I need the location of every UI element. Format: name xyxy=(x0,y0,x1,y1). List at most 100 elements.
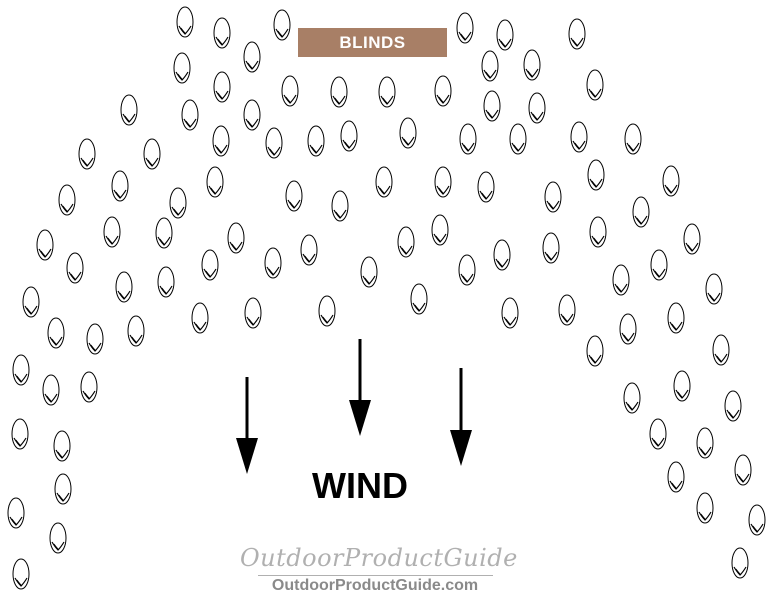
duck-decoy-icon xyxy=(586,69,604,101)
duck-decoy-icon xyxy=(191,302,209,334)
duck-decoy-icon xyxy=(78,138,96,170)
duck-decoy-icon xyxy=(340,120,358,152)
duck-decoy-icon xyxy=(523,49,541,81)
duck-decoy-icon xyxy=(49,522,67,554)
duck-decoy-icon xyxy=(120,94,138,126)
duck-decoy-icon xyxy=(724,390,742,422)
duck-decoy-icon xyxy=(528,92,546,124)
duck-decoy-icon xyxy=(623,382,641,414)
duck-decoy-icon xyxy=(7,497,25,529)
duck-decoy-icon xyxy=(558,294,576,326)
arrow-down-icon xyxy=(450,368,472,466)
duck-decoy-icon xyxy=(331,190,349,222)
wind-label: WIND xyxy=(312,465,408,506)
duck-decoy-icon xyxy=(169,187,187,219)
duck-decoy-icon xyxy=(662,165,680,197)
blinds-label: BLINDS xyxy=(298,28,447,57)
duck-decoy-icon xyxy=(12,558,30,590)
duck-decoy-icon xyxy=(47,317,65,349)
duck-decoy-icon xyxy=(509,123,527,155)
duck-decoy-icon xyxy=(650,249,668,281)
duck-decoy-icon xyxy=(176,6,194,38)
duck-decoy-icon xyxy=(36,229,54,261)
duck-decoy-icon xyxy=(111,170,129,202)
duck-decoy-icon xyxy=(157,266,175,298)
watermark-divider xyxy=(258,575,493,576)
duck-decoy-icon xyxy=(483,90,501,122)
duck-decoy-icon xyxy=(458,254,476,286)
duck-decoy-icon xyxy=(360,256,378,288)
duck-decoy-icon xyxy=(696,492,714,524)
duck-decoy-icon xyxy=(378,76,396,108)
duck-decoy-icon xyxy=(206,166,224,198)
duck-decoy-icon xyxy=(143,138,161,170)
duck-decoy-icon xyxy=(58,184,76,216)
duck-decoy-icon xyxy=(212,125,230,157)
duck-decoy-icon xyxy=(127,315,145,347)
duck-decoy-icon xyxy=(399,117,417,149)
duck-decoy-icon xyxy=(619,313,637,345)
duck-decoy-icon xyxy=(667,461,685,493)
duck-decoy-icon xyxy=(712,334,730,366)
duck-decoy-icon xyxy=(213,71,231,103)
duck-decoy-icon xyxy=(318,295,336,327)
duck-decoy-icon xyxy=(80,371,98,403)
wind-arrow-group xyxy=(236,339,472,474)
duck-decoy-icon xyxy=(307,125,325,157)
duck-decoy-icon xyxy=(705,273,723,305)
duck-decoy-icon xyxy=(201,249,219,281)
duck-decoy-icon xyxy=(285,180,303,212)
duck-decoy-icon xyxy=(731,547,749,579)
duck-decoy-icon xyxy=(459,123,477,155)
duck-decoy-icon xyxy=(734,454,752,486)
duck-decoy-icon xyxy=(568,18,586,50)
duck-decoy-icon xyxy=(434,166,452,198)
duck-decoy-icon xyxy=(243,41,261,73)
duck-decoy-icon xyxy=(431,214,449,246)
duck-decoy-icon xyxy=(496,19,514,51)
duck-decoy-icon xyxy=(493,239,511,271)
arrow-down-icon xyxy=(349,339,371,436)
duck-decoy-icon xyxy=(227,222,245,254)
duck-decoy-icon xyxy=(477,171,495,203)
duck-decoy-icon xyxy=(265,127,283,159)
duck-decoy-icon xyxy=(86,323,104,355)
duck-decoy-icon xyxy=(115,271,133,303)
duck-decoy-icon xyxy=(54,473,72,505)
duck-decoy-icon xyxy=(624,123,642,155)
duck-decoy-icon xyxy=(632,196,650,228)
watermark-url: OutdoorProductGuide.com xyxy=(271,577,479,594)
duck-decoy-icon xyxy=(264,247,282,279)
duck-decoy-icon xyxy=(683,223,701,255)
watermark-script: OutdoorProductGuide xyxy=(240,544,518,572)
duck-decoy-icon xyxy=(434,75,452,107)
duck-decoy-icon xyxy=(570,121,588,153)
duck-decoy-icon xyxy=(375,166,393,198)
duck-decoy-icon xyxy=(273,9,291,41)
duck-decoy-icon xyxy=(748,504,766,536)
duck-decoy-icon xyxy=(173,52,191,84)
duck-decoy-icon xyxy=(649,418,667,450)
duck-decoy-icon xyxy=(696,427,714,459)
duck-decoy-icon xyxy=(501,297,519,329)
duck-decoy-icon xyxy=(42,374,60,406)
duck-decoy-icon xyxy=(456,12,474,44)
duck-decoy-icon xyxy=(586,335,604,367)
duck-decoy-icon xyxy=(12,354,30,386)
duck-decoy-icon xyxy=(243,99,261,131)
duck-decoy-icon xyxy=(397,226,415,258)
duck-decoy-icon xyxy=(612,264,630,296)
duck-decoy-icon xyxy=(181,99,199,131)
duck-decoy-icon xyxy=(330,76,348,108)
duck-decoy-icon xyxy=(542,232,560,264)
duck-decoy-icon xyxy=(300,234,318,266)
duck-decoy-icon xyxy=(544,181,562,213)
duck-decoy-icon xyxy=(155,217,173,249)
duck-decoy-icon xyxy=(481,50,499,82)
duck-decoy-icon xyxy=(673,370,691,402)
duck-decoy-icon xyxy=(53,430,71,462)
arrow-down-icon xyxy=(236,377,258,474)
duck-decoy-icon xyxy=(213,17,231,49)
